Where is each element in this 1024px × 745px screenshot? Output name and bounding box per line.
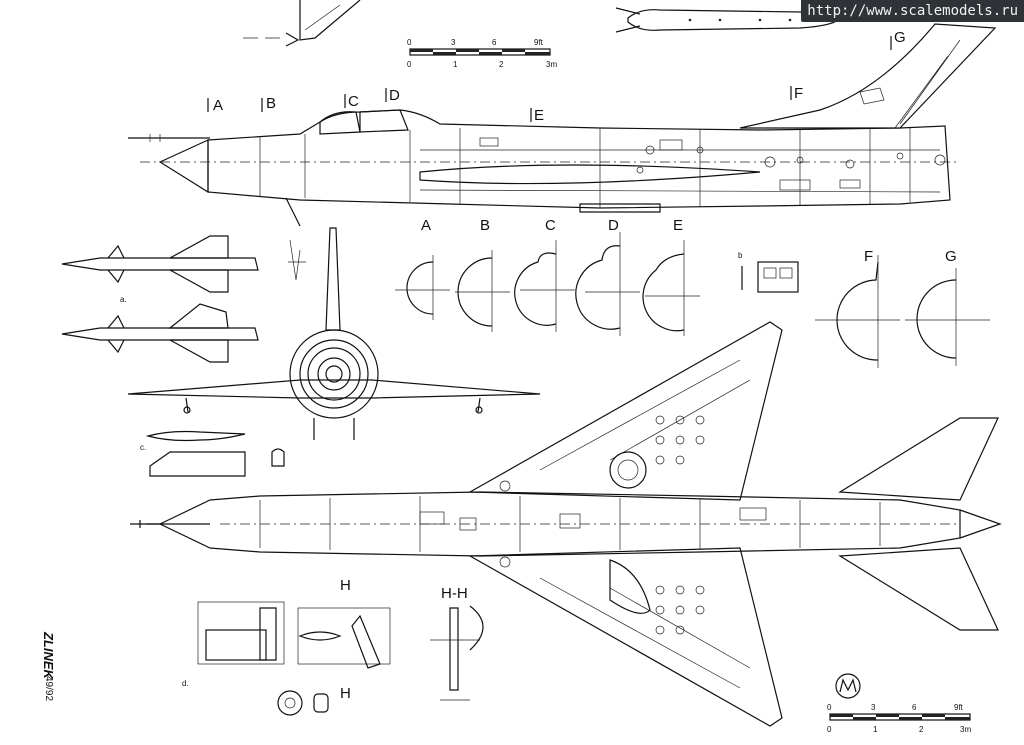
scale-bottom-ft-9: 9ft [954,703,964,712]
detail-c-label: c. [140,443,146,452]
publisher-block: ZLINEK 49/92 [41,631,861,701]
section-d-label: D [608,217,619,234]
scale-bottom-m-3: 3m [960,725,971,734]
detail-d-label: d. [182,679,189,688]
small-stores: c. [140,430,285,477]
side-marker-e: E [534,107,544,124]
section-f-label: F [864,248,873,265]
scale-bar-top: 0 3 6 9ft 0 1 2 3m [407,38,557,69]
section-e-label: E [673,217,683,234]
cross-sections: A B C D E F G b [395,217,990,368]
section-c-label: C [545,217,556,234]
hh-title: H-H [441,585,468,602]
missile-upper [61,235,259,293]
watermark-url: http://www.scalemodels.ru [801,0,1024,22]
front-view [127,227,541,440]
side-marker-d: D [389,87,400,104]
scale-bottom-ft-3: 3 [871,703,876,712]
scale-top-ft-3: 3 [451,38,456,47]
hh-top-marker: H [340,577,351,594]
detail-h: H H-H H d. [182,577,484,716]
scale-top-ft-9: 9ft [534,38,544,47]
scale-top-m-1: 1 [453,60,458,69]
section-a-label: A [421,217,431,234]
scale-top-ft-0: 0 [407,38,412,47]
scale-bar-bottom: 0 3 6 9ft 0 1 2 3m [827,703,971,734]
plan-view [130,321,1002,727]
side-marker-a: A [213,97,223,114]
scale-bottom-m-1: 1 [873,725,878,734]
scale-bottom-m-2: 2 [919,725,924,734]
scale-top-ft-6: 6 [492,38,497,47]
scale-bottom-m-0: 0 [827,725,832,734]
side-marker-b: B [266,95,276,112]
scale-top-m-0: 0 [407,60,412,69]
hh-bottom-marker: H [340,685,351,702]
maker-mark-icon [835,673,861,699]
side-marker-f: F [794,85,803,102]
scale-top-m-3: 3m [546,60,557,69]
side-station-markers: A B C D E F G [207,29,906,124]
section-b-label: B [480,217,490,234]
scale-bottom-ft-6: 6 [912,703,917,712]
section-g-label: G [945,248,957,265]
publisher-logo: ZLINEK [41,631,56,681]
detail-a-label: a. [120,295,127,304]
top-left-partial-fin [243,0,361,47]
publisher-issue: 49/92 [43,676,54,701]
side-marker-c: C [348,93,359,110]
side-view [128,23,997,227]
detail-b-label: b [738,251,743,260]
missile-lower: a. [61,295,259,363]
scale-bottom-ft-0: 0 [827,703,832,712]
scale-top-m-2: 2 [499,60,504,69]
side-marker-g: G [894,29,906,46]
